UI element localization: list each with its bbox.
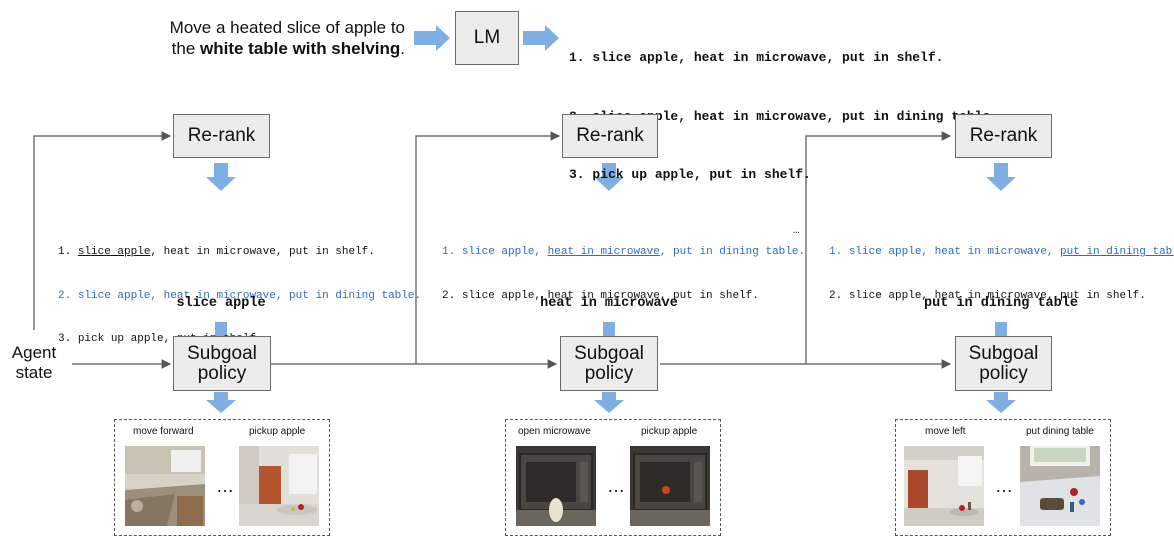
action-label-3a: move left: [925, 426, 966, 437]
frame-image-3a: [904, 446, 984, 526]
ranked-list-2: 1. slice apple, heat in microwave, put i…: [442, 216, 805, 361]
rank-part: slice apple, heat in microwave, put in s…: [461, 289, 759, 302]
ellipsis-dots-2: …: [607, 476, 625, 496]
lm-output-ellipsis: …: [793, 224, 800, 237]
ranked-subgoal-underlined: put in dining table: [1060, 246, 1174, 258]
frame-image-2a: [516, 446, 596, 526]
blue-arrows: [206, 25, 1016, 413]
frame-image-1a: [125, 446, 205, 526]
subgoal-label-1: slice apple: [176, 296, 266, 311]
ranked-3-item-2: 2. slice apple, heat in microwave, put i…: [829, 289, 1174, 304]
ranked-subgoal-underlined: heat in microwave: [547, 246, 660, 258]
rank-part: slice apple, heat in microwave, put in s…: [848, 289, 1146, 302]
action-label-1b: pickup apple: [249, 426, 306, 437]
ellipsis-dots-3: …: [995, 476, 1013, 496]
policy2-to-rerank3-arrow: [805, 131, 952, 364]
subgoal-label-2: heat in microwave: [540, 296, 678, 311]
rank-num: 1.: [58, 246, 78, 258]
subgoal3-to-policy-arrow: [995, 322, 1007, 336]
subgoal2-to-policy-arrow: [603, 322, 615, 336]
rank-num: 1.: [442, 246, 462, 258]
rerank2-down-arrow: [594, 163, 624, 191]
task-instruction: Move a heated slice of apple to the whit…: [150, 17, 405, 59]
ranked-3-item-1: 1. slice apple, heat in microwave, put i…: [829, 245, 1174, 260]
rank-rest: , put in dining table.: [659, 246, 806, 258]
frame-image-2b: [630, 446, 710, 526]
agent-state-label: Agent state: [11, 343, 57, 382]
subgoal1-to-policy-arrow: [215, 322, 227, 336]
ranked-2-item-2: 2. slice apple, heat in microwave, put i…: [442, 289, 805, 304]
task-target: white table with shelving: [200, 39, 401, 58]
rerank-box-2: Re-rank: [562, 114, 658, 158]
rank-num: 2.: [58, 289, 78, 302]
rank-num: 1.: [829, 246, 849, 258]
ranked-2-item-1: 1. slice apple, heat in microwave, put i…: [442, 245, 805, 260]
lm-to-list-arrow: [523, 25, 559, 51]
rank-rest: , heat in microwave, put in shelf.: [150, 246, 375, 258]
rank-num: 2.: [829, 289, 849, 302]
lm-output-1: 1. slice apple, heat in microwave, put i…: [569, 50, 944, 65]
rerank3-down-arrow: [986, 163, 1016, 191]
rank-num: 3.: [58, 333, 78, 345]
action-label-3b: put dining table: [1026, 426, 1094, 437]
task-the: the: [171, 39, 201, 58]
task-suffix: .: [400, 39, 405, 58]
task-to-lm-arrow: [414, 25, 450, 51]
lm-box: LM: [455, 11, 519, 65]
rank-part: slice apple,: [461, 246, 548, 258]
subgoal-policy-box-3: Subgoal policy: [955, 336, 1052, 391]
action-panel-2: open microwave pickup apple …: [505, 419, 721, 536]
policy2-down-arrow: [594, 392, 624, 413]
subgoal-policy-box-1: Subgoal policy: [173, 336, 271, 391]
subgoal-label-3: put in dining table: [924, 296, 1078, 311]
rank-part: pick up apple: [77, 333, 164, 345]
policy3-down-arrow: [986, 392, 1016, 413]
subgoal-policy-box-2: Subgoal policy: [560, 336, 658, 391]
lm-output-3: 3. pick up apple, put in shelf.: [569, 167, 811, 182]
action-label-2b: pickup apple: [641, 426, 698, 437]
rank-part: slice apple, heat in microwave,: [848, 246, 1061, 258]
action-label-1a: move forward: [133, 426, 194, 437]
task-line-1: Move a heated slice of apple to: [169, 18, 405, 37]
action-panel-1: move forward pickup apple …: [114, 419, 330, 536]
action-label-2a: open microwave: [518, 426, 591, 437]
ranked-1-item-1: 1. slice apple, heat in microwave, put i…: [58, 245, 421, 260]
frame-image-3b: [1020, 446, 1100, 526]
policy1-down-arrow: [206, 392, 236, 413]
ranked-subgoal-underlined: slice apple: [77, 246, 151, 258]
rank-part: slice apple: [77, 289, 151, 302]
ranked-1-item-2: 2. slice apple, heat in microwave, put i…: [58, 289, 421, 304]
action-panel-3: move left put dining table …: [895, 419, 1111, 536]
policy1-to-rerank2-arrow: [415, 131, 561, 364]
rank-num: 2.: [442, 289, 462, 302]
rerank1-down-arrow: [206, 163, 236, 191]
frame-image-1b: [239, 446, 319, 526]
agent-to-rerank-arrow: [33, 131, 172, 330]
task-line-2: the white table with shelving.: [150, 38, 405, 59]
ranked-list-3: 1. slice apple, heat in microwave, put i…: [829, 216, 1174, 361]
ellipsis-dots-1: …: [216, 476, 234, 496]
rerank-box-1: Re-rank: [173, 114, 270, 158]
rerank-box-3: Re-rank: [955, 114, 1052, 158]
rank-rest: , heat in microwave, put in dining table…: [150, 289, 422, 302]
